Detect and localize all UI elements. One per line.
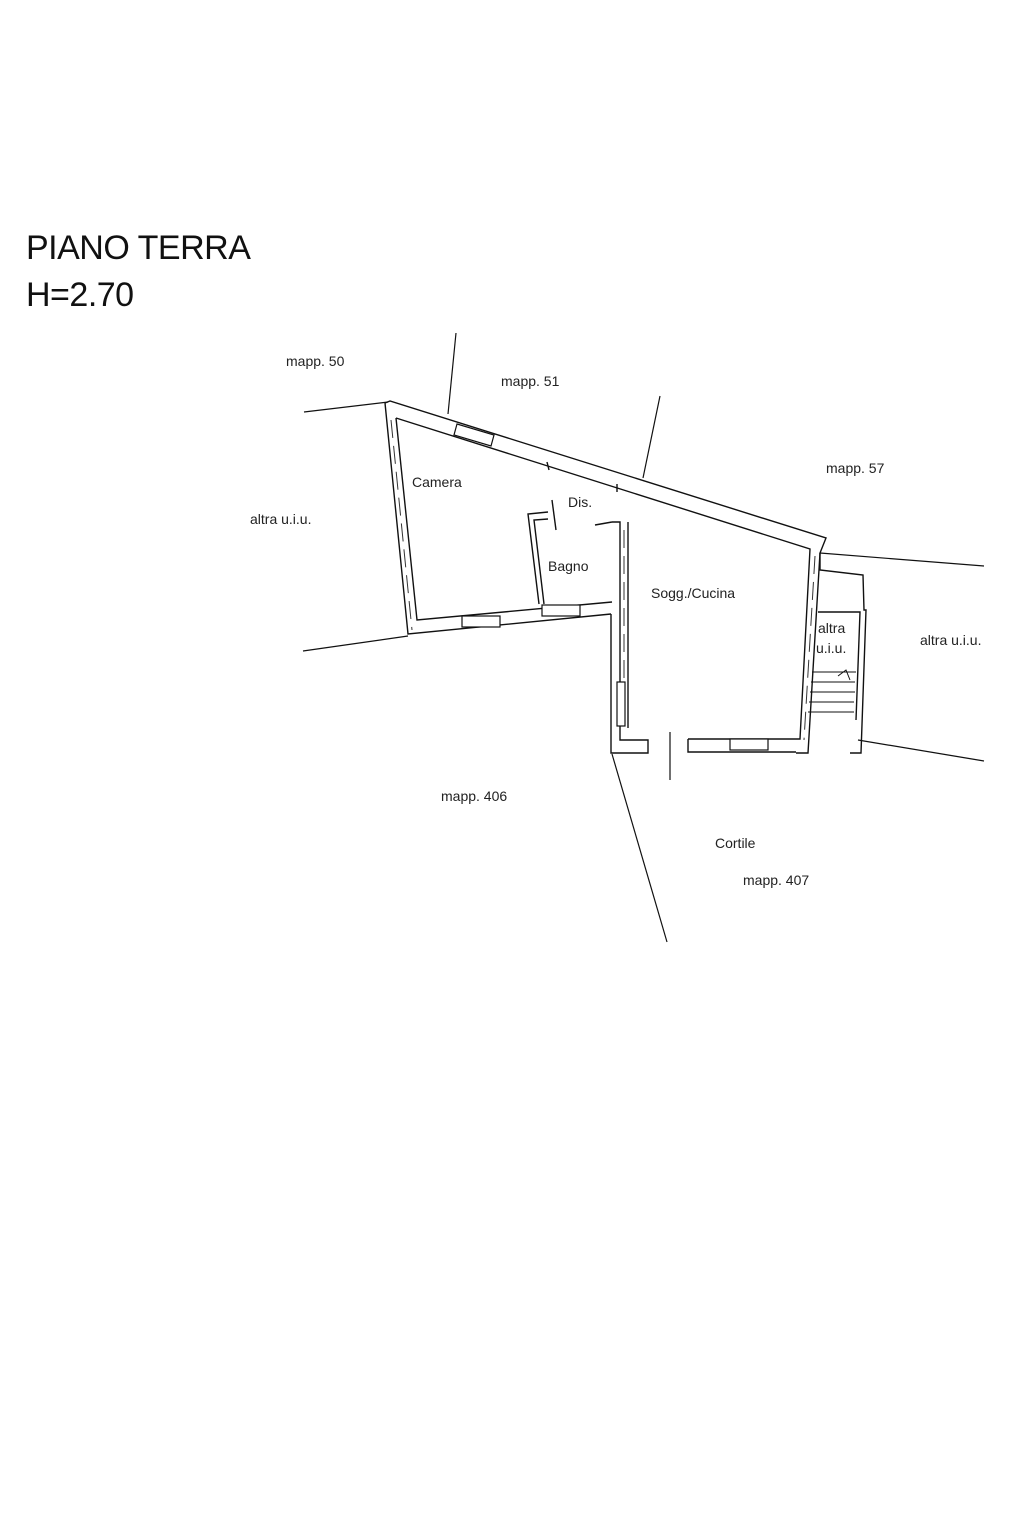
label-bagno: Bagno xyxy=(548,558,589,574)
dis-mark-1 xyxy=(546,461,550,471)
door-partition xyxy=(616,681,626,727)
label-dis: Dis. xyxy=(568,494,592,510)
bathroom-walls xyxy=(527,461,618,605)
stair-arrow xyxy=(837,669,851,681)
outer-wall-top-outer xyxy=(384,400,827,754)
outer-wall-left-outer xyxy=(384,402,612,635)
label-cortile: Cortile xyxy=(715,835,756,851)
window-camera-top xyxy=(453,423,495,447)
label-mapp-406: mapp. 406 xyxy=(441,788,507,804)
floor-height: H=2.70 xyxy=(26,276,134,314)
bathroom-wall-left-inner xyxy=(533,518,549,605)
outer-wall-top-inner xyxy=(395,417,811,740)
plan-labels: mapp. 50 mapp. 51 mapp. 57 altra u.i.u. … xyxy=(250,353,981,888)
property-boundaries xyxy=(302,332,985,943)
label-altra-uiu-right: altra u.i.u. xyxy=(920,632,981,648)
bottom-wall-right xyxy=(687,739,796,753)
outer-wall-left-inner xyxy=(395,417,613,621)
boundary-line-right-bottom xyxy=(857,739,985,762)
bathroom-wall-left-outer xyxy=(527,511,549,605)
stair-unit-wall-inner xyxy=(818,611,861,721)
stair-unit xyxy=(808,553,867,754)
outer-walls xyxy=(384,400,827,754)
label-altra-stair-2: u.i.u. xyxy=(816,640,846,656)
label-altra-stair-1: altra xyxy=(818,620,845,636)
label-altra-uiu-left: altra u.i.u. xyxy=(250,511,311,527)
label-sogg-cucina: Sogg./Cucina xyxy=(651,585,735,601)
floor-title: PIANO TERRA xyxy=(26,229,251,267)
label-mapp-51: mapp. 51 xyxy=(501,373,560,389)
label-mapp-50: mapp. 50 xyxy=(286,353,345,369)
window-camera-bottom xyxy=(461,615,501,628)
label-mapp-407: mapp. 407 xyxy=(743,872,809,888)
bathroom-wall-top xyxy=(594,521,613,526)
partition-wall-outer xyxy=(610,521,649,754)
boundary-line-top-left xyxy=(303,401,389,413)
boundary-line-courtyard xyxy=(611,753,668,943)
stair-unit-wall-outer xyxy=(819,553,867,754)
window-bagno xyxy=(541,604,581,617)
boundary-line-bottom-left xyxy=(302,635,409,652)
window-kitchen xyxy=(729,738,769,751)
label-mapp-57: mapp. 57 xyxy=(826,460,885,476)
boundary-line-right-top xyxy=(819,552,985,567)
left-wall-hatch xyxy=(390,419,413,631)
openings xyxy=(453,423,769,751)
dis-door-jamb xyxy=(551,499,557,531)
right-wall-hatch xyxy=(803,555,816,741)
boundary-line-51-57 xyxy=(642,395,661,479)
boundary-line-50-51 xyxy=(447,332,457,415)
label-camera: Camera xyxy=(412,474,462,490)
